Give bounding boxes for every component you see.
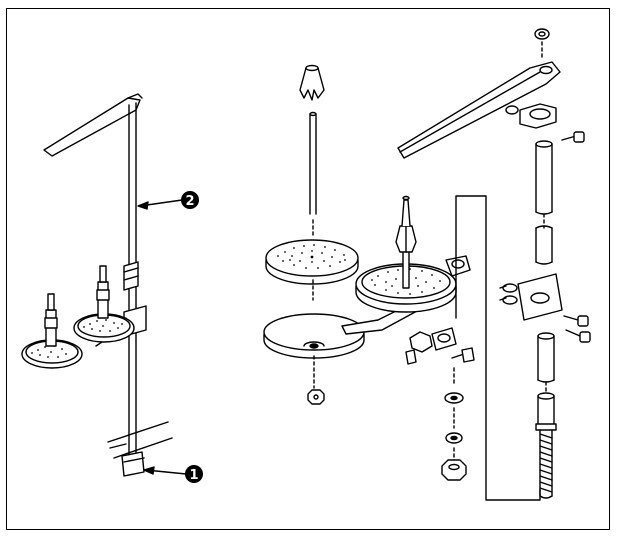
callout-2: 2 [137,191,199,210]
washer-stack [441,367,467,481]
spool-plate-left [21,293,83,369]
callout-1-label: 1 [189,468,198,483]
thread-guide-arm [397,61,561,159]
plate-nut [307,389,325,405]
cone-cap [299,67,325,101]
spool-plate [263,313,365,359]
connector-line [455,195,541,501]
spool-holder-assembly [341,195,471,335]
upper-rod [535,140,553,265]
top-arm [43,97,141,157]
table-mount [107,421,173,477]
exploded-spool-assembly [263,64,365,405]
spool-pin [309,111,317,215]
felt-disc [265,239,359,285]
small-clamp [405,327,475,365]
callout-2-label: 2 [185,194,194,209]
threaded-bolt [535,423,557,499]
diagram-frame [6,8,610,530]
callout-1: 1 [143,465,203,483]
exploded-rod-assembly [397,28,591,499]
spool-plate-right [73,265,135,343]
assembled-thread-stand [21,93,173,477]
lower-rod [537,332,555,425]
